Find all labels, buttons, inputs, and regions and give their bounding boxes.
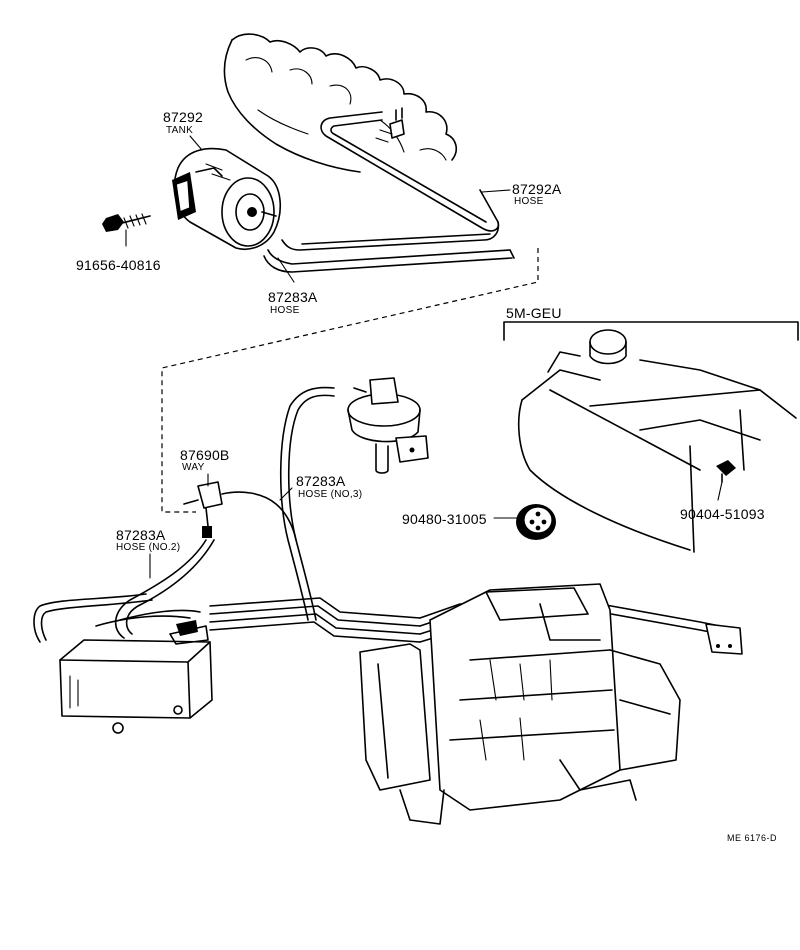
part-number-bolt: 91656-40816 [76, 257, 161, 273]
valve-drawing [347, 377, 429, 474]
part-number-hose-lower: 87283A [268, 289, 318, 305]
hose-87292a-drawing [281, 107, 500, 251]
part-number-fitting: 90404-51093 [680, 506, 765, 522]
part-name-hose-no3: HOSE (NO,3) [298, 489, 363, 500]
hose-87283a-drawing [263, 249, 515, 273]
leader-lines [125, 135, 723, 579]
grommet-drawing [516, 504, 556, 540]
hose-no2-drawing [33, 539, 215, 643]
variant-label: 5M-GEU [506, 305, 562, 321]
part-name-tank: TANK [166, 125, 194, 136]
part-number-tank: 87292 [163, 109, 203, 125]
connection-dashed-line [161, 248, 539, 513]
part-name-hose-no2: HOSE (NO.2) [116, 542, 181, 553]
part-number-way: 87690B [180, 447, 230, 463]
part-number-grommet: 90480-31005 [402, 511, 487, 527]
part-name-hose-lower: HOSE [270, 305, 300, 316]
part-name-way: WAY [182, 462, 205, 473]
part-name-hose-main: HOSE [514, 196, 544, 207]
engine-block-drawing [359, 583, 681, 825]
part-number-hose-no3: 87283A [296, 473, 346, 489]
part-number-hose-no2: 87283A [116, 527, 166, 543]
way-fitting-drawing [183, 481, 223, 538]
drawing-code: ME 6176-D [727, 833, 778, 843]
part-number-hose-main: 87292A [512, 181, 562, 197]
body-panel-drawing [223, 33, 458, 173]
canister-box-drawing [59, 620, 213, 734]
bolt-drawing [102, 213, 151, 232]
hose-no3-drawing [221, 386, 335, 621]
tank-drawing [172, 147, 282, 250]
engine-5mgeu-drawing [517, 329, 797, 553]
variant-bracket [503, 321, 799, 341]
